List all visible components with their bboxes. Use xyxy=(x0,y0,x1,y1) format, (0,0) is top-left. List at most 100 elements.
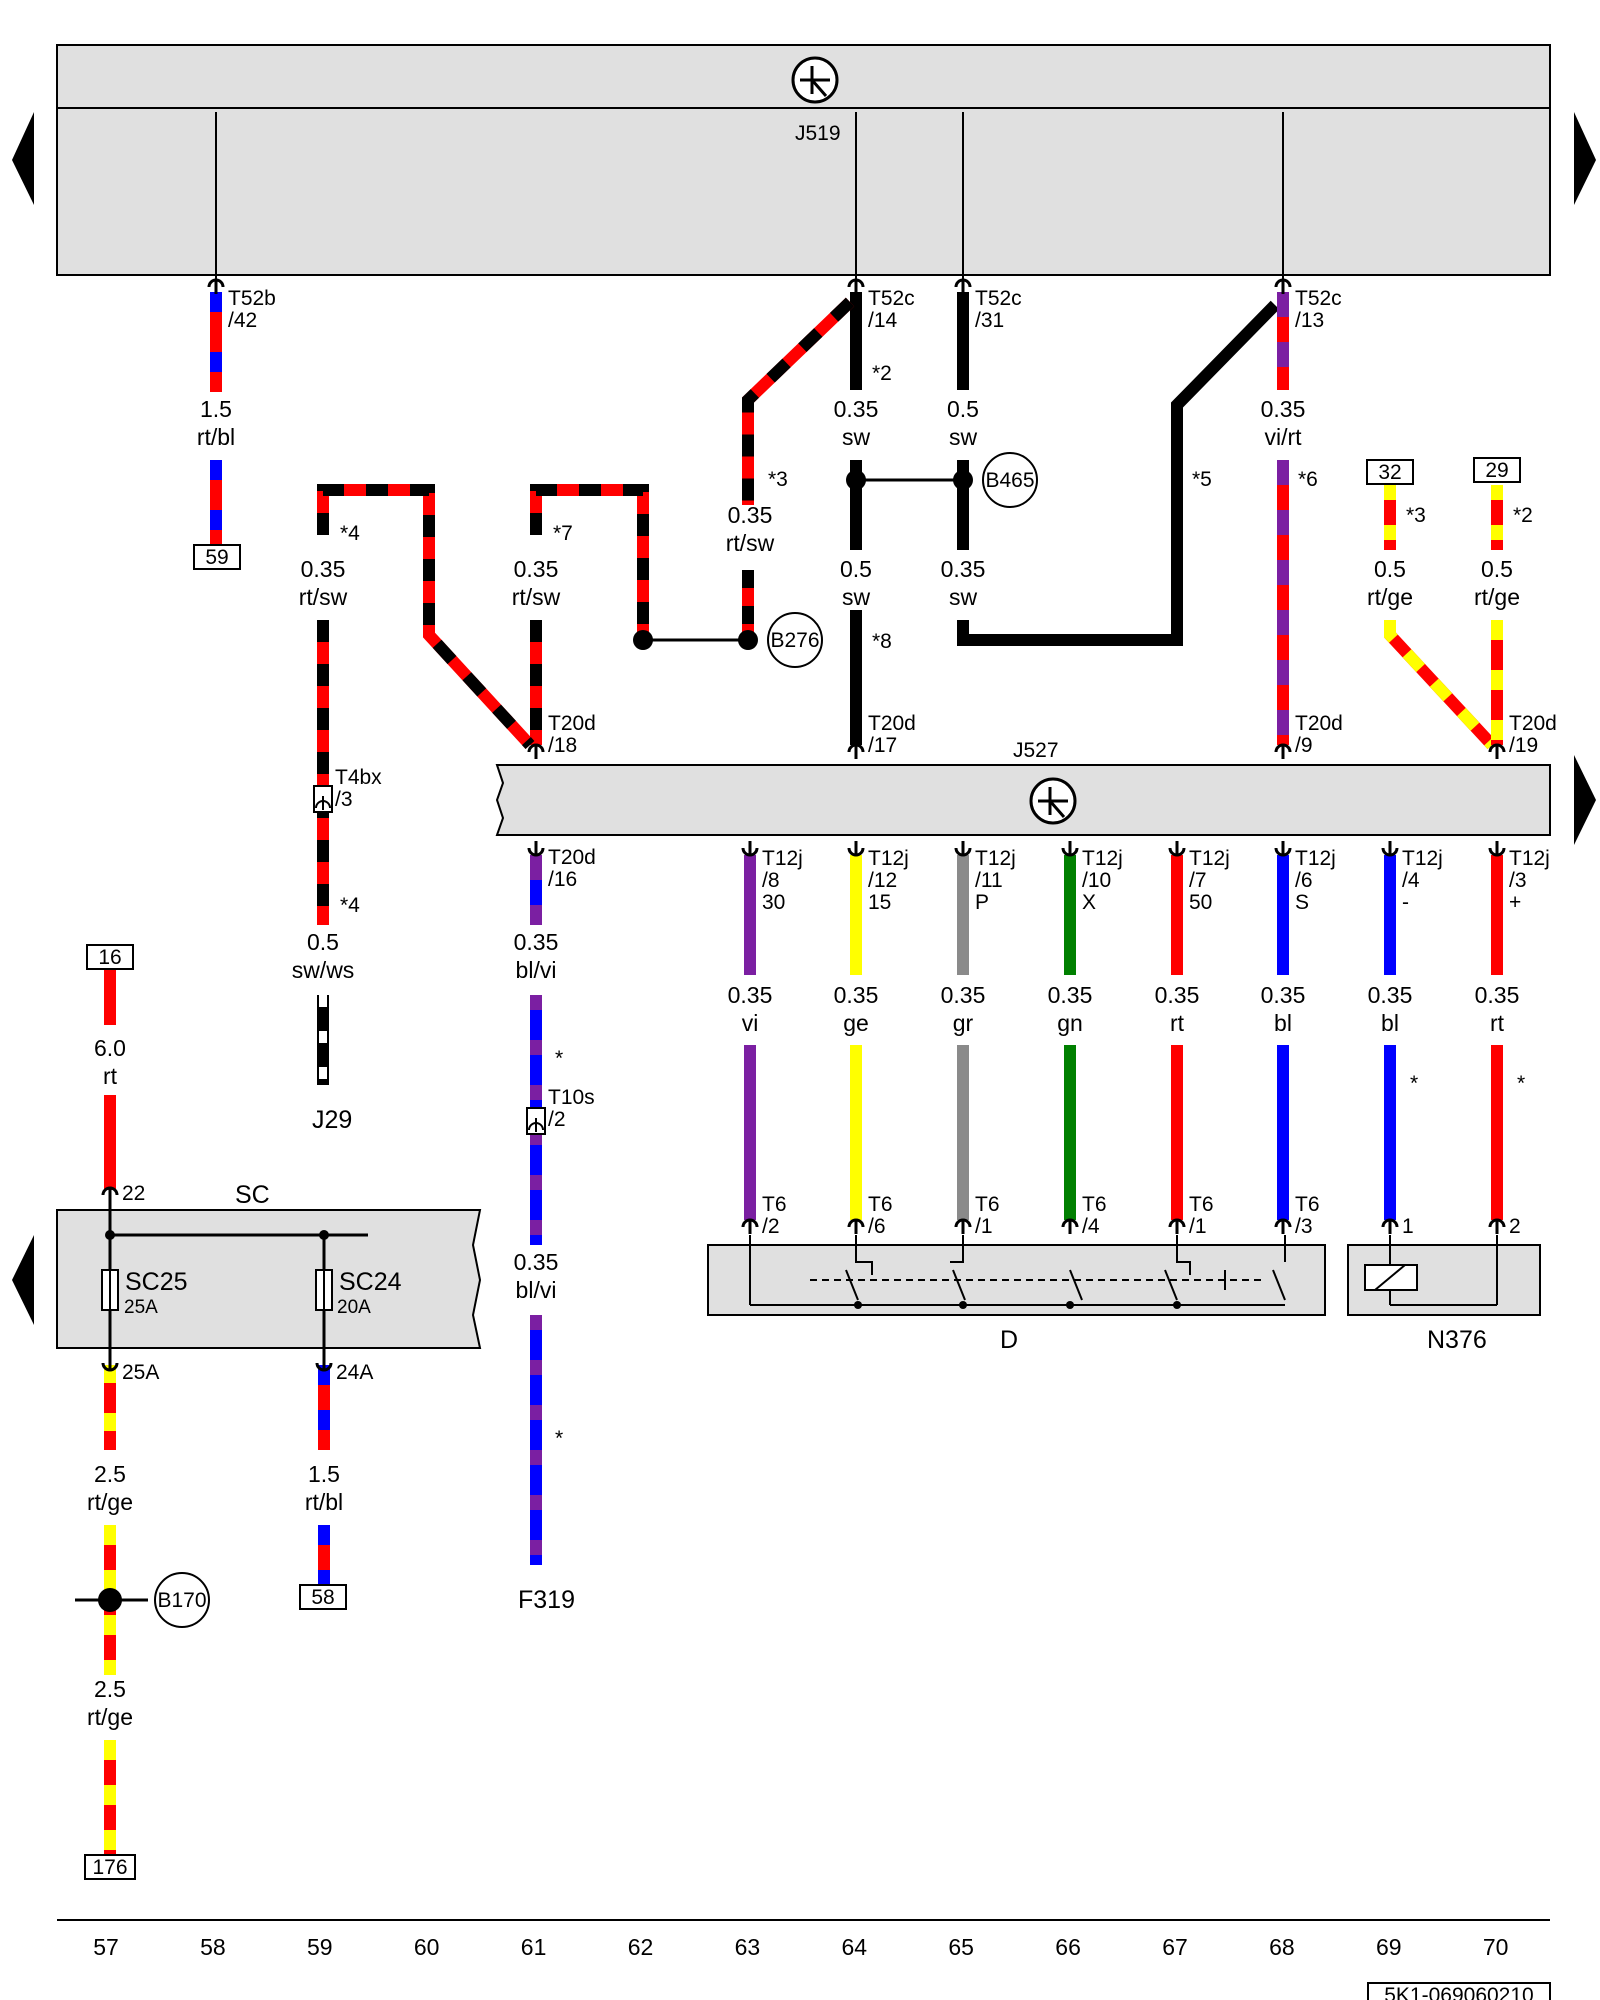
svg-text:*4: *4 xyxy=(340,522,360,545)
svg-text:T12j: T12j xyxy=(975,847,1016,870)
ref-box-32[interactable]: 32 xyxy=(1366,459,1414,485)
svg-text:bl/vi: bl/vi xyxy=(516,1277,557,1303)
connection-nodes: B465 B276 B170 xyxy=(154,452,1038,1628)
svg-text:/4: /4 xyxy=(1402,869,1420,892)
svg-text:T6: T6 xyxy=(762,1193,787,1216)
column-number-67: 67 xyxy=(1162,1934,1188,1960)
d-ignition-switch: D xyxy=(707,1235,1326,1354)
connector-t52c-31-l1: T52c xyxy=(975,287,1022,310)
svg-text:sw: sw xyxy=(842,584,871,610)
column-number-62: 62 xyxy=(628,1934,654,1960)
svg-text:T6: T6 xyxy=(868,1193,893,1216)
svg-text:*2: *2 xyxy=(872,362,892,385)
svg-text:rt/bl: rt/bl xyxy=(197,424,235,450)
svg-text:/4: /4 xyxy=(1082,1215,1100,1238)
svg-text:0.35: 0.35 xyxy=(1368,982,1413,1008)
svg-text:59: 59 xyxy=(205,546,228,569)
svg-text:0.35: 0.35 xyxy=(514,929,559,955)
t12j-pin-7: T12j /4 - 0.35 bl * 1 xyxy=(1368,847,1443,1238)
wire-labels: 1.5 rt/bl 0.35 sw *2 0.5 sw 0.35 vi/rt *… xyxy=(87,362,1533,1730)
pin-symbols xyxy=(101,278,1506,1372)
svg-text:T6: T6 xyxy=(1189,1193,1214,1216)
svg-text:T12j: T12j xyxy=(868,847,909,870)
svg-text:rt/sw: rt/sw xyxy=(299,584,348,610)
svg-text:*2: *2 xyxy=(1513,504,1533,527)
f319-label: F319 xyxy=(518,1586,575,1614)
svg-text:/1: /1 xyxy=(1189,1215,1207,1238)
svg-text:T12j: T12j xyxy=(762,847,803,870)
next-page-arrow-icon-2[interactable] xyxy=(1574,755,1596,845)
svg-text:0.35: 0.35 xyxy=(941,556,986,582)
connector-t20d-16-l1: T20d xyxy=(548,846,596,869)
svg-text:0.35: 0.35 xyxy=(301,556,346,582)
svg-text:*3: *3 xyxy=(768,468,788,491)
t12j-pin-1: T12j /8 30 0.35 vi T6 /2 xyxy=(728,847,803,1238)
svg-text:T6: T6 xyxy=(1295,1193,1320,1216)
j527-module: J527 xyxy=(495,739,1551,836)
wire-label-w59: 0.35 rt/sw *4 xyxy=(299,522,360,610)
connector-t52b-42-l2: /42 xyxy=(228,309,257,332)
svg-text:sw: sw xyxy=(949,424,978,450)
svg-text:T6: T6 xyxy=(975,1193,1000,1216)
svg-text:2.5: 2.5 xyxy=(94,1676,126,1702)
ref-box-59[interactable]: 59 xyxy=(193,544,241,570)
svg-text:+: + xyxy=(1509,891,1521,914)
connector-t52c-13-l1: T52c xyxy=(1295,287,1342,310)
sc-fuse-block: SC SC25 25A SC24 20A xyxy=(56,1181,482,1358)
ref-box-176[interactable]: 176 xyxy=(84,1854,136,1880)
svg-text:rt/ge: rt/ge xyxy=(1367,584,1413,610)
t12j-pin-6: T12j /6 S 0.35 bl T6 /3 xyxy=(1261,847,1336,1238)
svg-text:T12j: T12j xyxy=(1509,847,1550,870)
d-label: D xyxy=(1000,1326,1018,1354)
svg-text:/6: /6 xyxy=(868,1215,886,1238)
ref-box-16[interactable]: 16 xyxy=(86,944,134,970)
j527-label: J527 xyxy=(1013,739,1059,762)
ref-box-29[interactable]: 29 xyxy=(1473,457,1521,483)
svg-text:ge: ge xyxy=(843,1010,869,1036)
svg-text:gr: gr xyxy=(953,1010,974,1036)
connector-t20d-18-l2: /18 xyxy=(548,734,577,757)
svg-text:rt/bl: rt/bl xyxy=(305,1489,343,1515)
svg-text:*: * xyxy=(555,1427,563,1450)
node-b465: B465 xyxy=(982,452,1038,508)
wire-label-w58: 1.5 rt/bl xyxy=(197,396,235,450)
next-page-arrow-icon[interactable] xyxy=(1574,112,1596,205)
prev-page-arrow-icon-2[interactable] xyxy=(12,1235,34,1325)
svg-text:T12j: T12j xyxy=(1082,847,1123,870)
wire-label-w61: 0.35 rt/sw *7 xyxy=(512,522,573,610)
column-number-66: 66 xyxy=(1055,1934,1081,1960)
wire-label-w70: 0.5 rt/ge *2 xyxy=(1474,504,1533,610)
svg-text:1.5: 1.5 xyxy=(308,1461,340,1487)
connector-t4bx-3-l2: /3 xyxy=(335,788,353,811)
svg-text:rt/sw: rt/sw xyxy=(512,584,561,610)
relay-coil-icon xyxy=(1364,1264,1418,1291)
ref-box-58[interactable]: 58 xyxy=(299,1584,347,1610)
svg-text:0.35: 0.35 xyxy=(1155,982,1200,1008)
wire-label-w57b: 2.5 rt/ge xyxy=(87,1461,133,1515)
svg-text:2.5: 2.5 xyxy=(94,1461,126,1487)
svg-text:*8: *8 xyxy=(872,630,892,653)
svg-text:rt: rt xyxy=(103,1063,118,1089)
wire-label-w57a: 6.0 rt xyxy=(94,1035,126,1089)
wire-label-w63: 0.35 rt/sw *3 xyxy=(726,468,788,556)
n376-solenoid: N376 xyxy=(1347,1235,1541,1354)
connector-t52b-42-l1: T52b xyxy=(228,287,276,310)
svg-text:/3: /3 xyxy=(1295,1215,1313,1238)
svg-text:0.35: 0.35 xyxy=(514,1249,559,1275)
svg-text:rt: rt xyxy=(1490,1010,1505,1036)
prev-page-arrow-icon[interactable] xyxy=(12,112,34,205)
column-number-64: 64 xyxy=(842,1934,868,1960)
connector-t20d-18-l1: T20d xyxy=(548,712,596,735)
svg-text:0.35: 0.35 xyxy=(1261,982,1306,1008)
svg-text:P: P xyxy=(975,891,989,914)
t12j-labels: T12j /8 30 0.35 vi T6 /2 T12j /12 15 0.3… xyxy=(728,847,1550,1238)
node-b276: B276 xyxy=(767,612,823,668)
svg-text:/8: /8 xyxy=(762,869,780,892)
svg-text:/6: /6 xyxy=(1295,869,1313,892)
svg-text:0.5: 0.5 xyxy=(1481,556,1513,582)
svg-text:X: X xyxy=(1082,891,1096,914)
fuse-sc25-rating: 25A xyxy=(124,1297,158,1318)
svg-text:0.5: 0.5 xyxy=(1374,556,1406,582)
sc-label: SC xyxy=(235,1181,270,1209)
